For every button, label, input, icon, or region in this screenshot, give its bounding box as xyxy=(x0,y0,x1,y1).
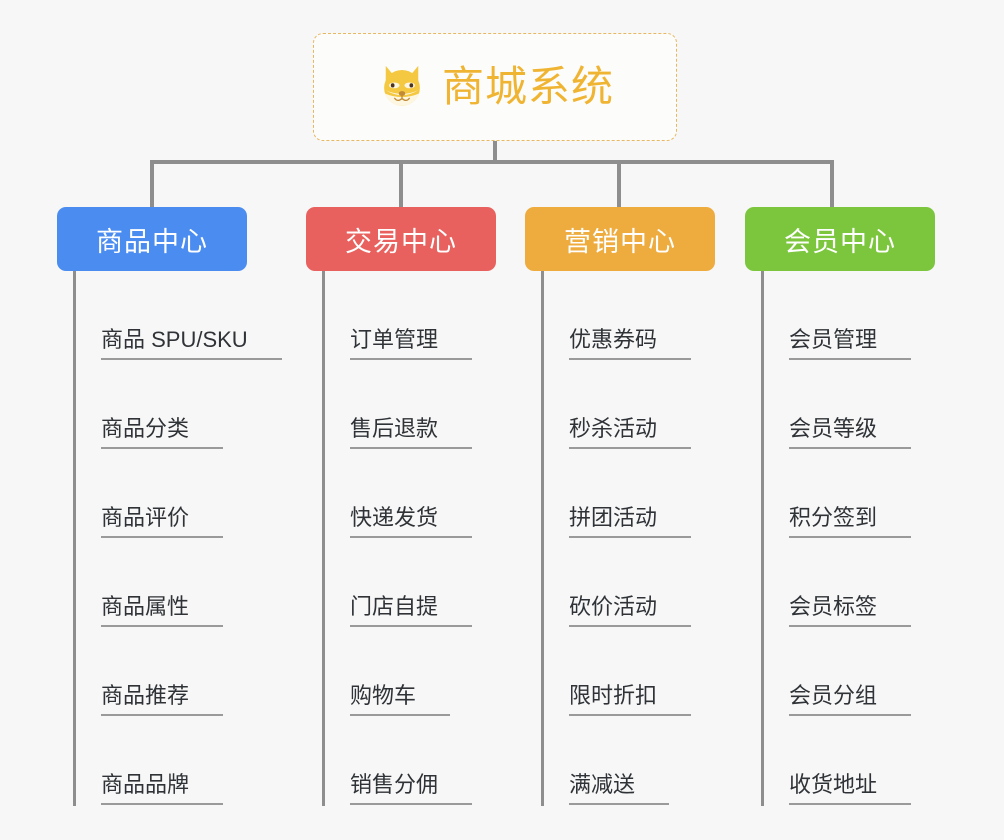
leaf-item[interactable]: 收货地址 xyxy=(761,716,955,805)
leaf-label: 商品推荐 xyxy=(101,683,224,716)
category-title-3: 营销中心 xyxy=(564,226,676,257)
leaf-label: 商品 SPU/SKU xyxy=(101,327,282,360)
leaf-list-3: 优惠券码 秒杀活动 拼团活动 砍价活动 限时折扣 满减送 xyxy=(525,271,735,806)
connector-drop-1 xyxy=(150,160,154,207)
leaf-label: 砍价活动 xyxy=(569,594,692,627)
category-title-1: 商品中心 xyxy=(96,226,208,257)
leaf-item[interactable]: 商品属性 xyxy=(73,538,267,627)
leaf-label: 订单管理 xyxy=(350,327,473,360)
leaf-list-4: 会员管理 会员等级 积分签到 会员标签 会员分组 收货地址 xyxy=(745,271,955,806)
leaf-label: 门店自提 xyxy=(350,594,473,627)
connector-root-stem xyxy=(493,141,497,163)
leaf-item[interactable]: 售后退款 xyxy=(322,360,516,449)
leaf-item[interactable]: 会员等级 xyxy=(761,360,955,449)
category-header-3[interactable]: 营销中心 xyxy=(525,207,715,271)
category-title-4: 会员中心 xyxy=(784,226,896,257)
leaf-item[interactable]: 销售分佣 xyxy=(322,716,516,805)
leaf-item[interactable]: 商品 SPU/SKU xyxy=(73,271,282,360)
leaf-item[interactable]: 会员分组 xyxy=(761,627,955,716)
leaf-label: 满减送 xyxy=(569,772,670,805)
leaf-label: 优惠券码 xyxy=(569,327,692,360)
connector-drop-2 xyxy=(399,160,403,207)
leaf-item[interactable]: 快递发货 xyxy=(322,449,516,538)
leaf-label: 秒杀活动 xyxy=(569,416,692,449)
leaf-item[interactable]: 满减送 xyxy=(541,716,735,805)
leaf-item[interactable]: 积分签到 xyxy=(761,449,955,538)
leaf-label: 商品分类 xyxy=(101,416,224,449)
leaf-item[interactable]: 商品评价 xyxy=(73,449,267,538)
leaf-item[interactable]: 购物车 xyxy=(322,627,516,716)
leaf-list-2: 订单管理 售后退款 快递发货 门店自提 购物车 销售分佣 xyxy=(306,271,516,806)
connector-horizontal-bus xyxy=(150,160,834,164)
leaf-label: 商品评价 xyxy=(101,505,224,538)
leaf-item[interactable]: 商品推荐 xyxy=(73,627,267,716)
branch-spine-4 xyxy=(761,271,764,806)
category-header-2[interactable]: 交易中心 xyxy=(306,207,496,271)
branch-spine-2 xyxy=(322,271,325,806)
branch-column-1: 商品中心 商品 SPU/SKU 商品分类 商品评价 商品属性 商品推荐 商品品牌 xyxy=(57,207,282,806)
leaf-item[interactable]: 会员标签 xyxy=(761,538,955,627)
leaf-item[interactable]: 砍价活动 xyxy=(541,538,735,627)
leaf-label: 快递发货 xyxy=(350,505,473,538)
leaf-label: 收货地址 xyxy=(789,772,912,805)
leaf-label: 销售分佣 xyxy=(350,772,473,805)
leaf-label: 售后退款 xyxy=(350,416,473,449)
category-header-4[interactable]: 会员中心 xyxy=(745,207,935,271)
leaf-label: 积分签到 xyxy=(789,505,912,538)
leaf-item[interactable]: 商品分类 xyxy=(73,360,267,449)
branch-column-2: 交易中心 订单管理 售后退款 快递发货 门店自提 购物车 销售分佣 xyxy=(306,207,516,806)
leaf-item[interactable]: 拼团活动 xyxy=(541,449,735,538)
leaf-label: 商品属性 xyxy=(101,594,224,627)
branch-spine-1 xyxy=(73,271,76,806)
leaf-label: 购物车 xyxy=(350,683,451,716)
branch-column-4: 会员中心 会员管理 会员等级 积分签到 会员标签 会员分组 收货地址 xyxy=(745,207,955,806)
root-node-mall-system[interactable]: 商城系统 xyxy=(313,33,677,141)
branch-column-3: 营销中心 优惠券码 秒杀活动 拼团活动 砍价活动 限时折扣 满减送 xyxy=(525,207,735,806)
category-header-1[interactable]: 商品中心 xyxy=(57,207,247,271)
leaf-item[interactable]: 门店自提 xyxy=(322,538,516,627)
leaf-label: 会员管理 xyxy=(789,327,912,360)
leaf-label: 会员标签 xyxy=(789,594,912,627)
leaf-list-1: 商品 SPU/SKU 商品分类 商品评价 商品属性 商品推荐 商品品牌 xyxy=(57,271,282,806)
connector-drop-3 xyxy=(617,160,621,207)
leaf-label: 会员分组 xyxy=(789,683,912,716)
leaf-item[interactable]: 优惠券码 xyxy=(541,271,735,360)
connector-drop-4 xyxy=(830,160,834,207)
root-title: 商城系统 xyxy=(441,63,614,110)
leaf-item[interactable]: 秒杀活动 xyxy=(541,360,735,449)
leaf-item[interactable]: 订单管理 xyxy=(322,271,516,360)
leaf-label: 商品品牌 xyxy=(101,772,224,805)
leaf-label: 拼团活动 xyxy=(569,505,692,538)
leaf-item[interactable]: 限时折扣 xyxy=(541,627,735,716)
leaf-item[interactable]: 会员管理 xyxy=(761,271,955,360)
leaf-item[interactable]: 商品品牌 xyxy=(73,716,267,805)
category-title-2: 交易中心 xyxy=(345,226,457,257)
leaf-label: 限时折扣 xyxy=(569,683,692,716)
shiba-dog-emoji xyxy=(384,65,420,106)
branch-spine-3 xyxy=(541,271,544,806)
leaf-label: 会员等级 xyxy=(789,416,912,449)
